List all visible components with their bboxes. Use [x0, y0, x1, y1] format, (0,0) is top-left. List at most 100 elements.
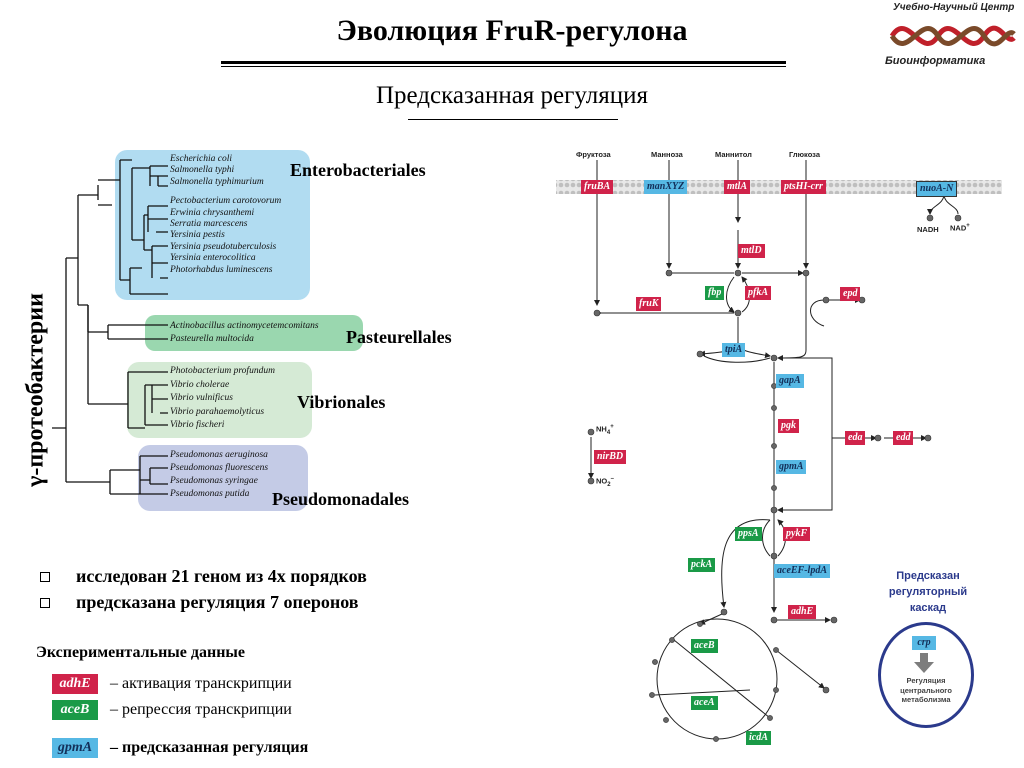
cascade-title-line: регуляторный	[888, 586, 968, 598]
gene-edd: edd	[893, 431, 914, 445]
gene-crp: crp	[912, 636, 936, 650]
cascade-title: Предсказан регуляторный каскад	[868, 568, 988, 616]
gene-icdA: icdA	[746, 731, 771, 745]
gene-nuoA-N: nuoA-N	[916, 181, 958, 197]
logo-caption-bottom: Биоинформатика	[885, 55, 986, 67]
species-name: Vibrio fischeri	[170, 420, 225, 431]
gene-pykF: pykF	[783, 527, 811, 541]
dna-logo	[889, 25, 1016, 47]
title-rule-bottom	[221, 66, 786, 67]
sugar-label: Фруктоза	[576, 150, 611, 159]
species-name: Vibrio vulnificus	[170, 393, 233, 404]
gene-aceA: aceA	[691, 696, 718, 710]
species-name: Pasteurella multocida	[170, 334, 254, 344]
logo-caption-top: Учебно-Научный Центр	[893, 2, 1015, 13]
page-subtitle: Предсказанная регуляция	[375, 82, 649, 109]
bullet-text: исследован 21 геном из 4х порядков	[76, 566, 367, 586]
species-name: Escherichia coli	[170, 154, 232, 164]
gene-ptsHI-crr: ptsHI-crr	[781, 180, 826, 194]
no2-text: NO	[596, 476, 608, 486]
gene-mtlD: mtlD	[738, 244, 765, 258]
species-list-vibrionales: Photobacterium profundum Vibrio cholerae…	[170, 365, 275, 433]
gene-gpmA: gpmA	[776, 460, 807, 474]
gene-pgk: pgk	[778, 419, 799, 433]
bullet-item: исследован 21 геном из 4х порядков	[40, 566, 367, 587]
species-list-pseudomonadales: Pseudomonas aeruginosa Pseudomonas fluor…	[170, 449, 268, 501]
no2-label: NO2–	[596, 476, 614, 488]
sugar-label: Глюкоза	[789, 150, 820, 159]
cascade-caption: Регуляция центрального метаболизма	[878, 676, 974, 705]
gene-aceB: aceB	[691, 639, 718, 653]
cascade-caption-line: Регуляция	[906, 676, 946, 685]
experimental-title: Экспериментальные данные	[36, 644, 245, 661]
species-list-enterobacteriales: Escherichia coli Salmonella typhi Salmon…	[170, 154, 281, 276]
species-name: Pseudomonas putida	[170, 489, 250, 499]
species-name: Vibrio parahaemolyticus	[170, 406, 265, 417]
nh4-subscript: 4	[606, 430, 611, 436]
species-name: Actinobacillus actinomycetemcomitans	[170, 321, 319, 331]
legend-tag: aceB	[52, 700, 98, 720]
nh4-superscript: +	[610, 424, 614, 430]
nh4-label: NH4+	[596, 424, 614, 436]
legend-tag: adhE	[52, 674, 98, 694]
bullet-square-icon	[40, 597, 50, 608]
cascade-caption-line: метаболизма	[901, 695, 951, 704]
nh4-text: NH	[596, 424, 607, 434]
sugar-label: Маннитол	[715, 150, 752, 159]
legend-text: – активация транскрипции	[110, 675, 292, 692]
bullet-item: предсказана регуляция 7 оперонов	[40, 592, 359, 613]
gene-fruK: fruK	[636, 297, 662, 311]
gene-ppsA: ppsA	[735, 527, 762, 541]
order-label-pseudomonadales: Pseudomonadales	[272, 489, 410, 509]
sugar-label: Манноза	[651, 150, 683, 159]
species-list-pasteurellales: Actinobacillus actinomycetemcomitans Pas…	[170, 320, 319, 346]
species-name: Erwinia chrysanthemi	[170, 207, 255, 218]
nad-label: NAD+	[950, 223, 970, 233]
gene-fbp: fbp	[705, 286, 725, 300]
no2-superscript: –	[610, 476, 614, 482]
gene-adhE: adhE	[788, 605, 817, 619]
species-name: Yersinia enterocolitica	[170, 253, 256, 264]
species-name: Yersinia pseudotuberculosis	[170, 241, 277, 252]
species-name: Salmonella typhimurium	[170, 176, 264, 187]
gene-mtlA: mtlA	[724, 180, 751, 194]
gene-manXYZ: manXYZ	[644, 180, 688, 194]
legend-text: – предсказанная регуляция	[110, 739, 309, 756]
no2-subscript: 2	[607, 482, 611, 488]
species-name: Salmonella typhi	[170, 165, 235, 176]
legend-row: adhE – активация транскрипции	[52, 674, 292, 694]
gene-fruBA: fruBA	[581, 180, 614, 194]
species-name: Yersinia pestis	[170, 230, 225, 241]
species-name: Vibrio cholerae	[170, 379, 230, 390]
nad-text: NAD	[950, 223, 967, 233]
gene-epd: epd	[840, 287, 861, 301]
cascade-caption-line: центрального	[900, 685, 952, 695]
species-name: Pseudomonas syringae	[170, 476, 258, 486]
cascade-down-arrow-icon	[914, 653, 934, 673]
cascade-title-line: Предсказан	[896, 570, 960, 582]
pasteurellales-box	[145, 315, 363, 351]
order-label-enterobacteriales: Enterobacteriales	[290, 160, 426, 180]
cascade-title-line: каскад	[909, 602, 947, 614]
order-label-vibrionales: Vibrionales	[297, 392, 386, 412]
gene-pfkA: pfkA	[745, 286, 771, 300]
species-name: Photobacterium profundum	[170, 366, 275, 376]
gene-tpiA: tpiA	[722, 343, 746, 357]
legend-row: aceB – репрессия транскрипции	[52, 700, 292, 720]
species-name: Pseudomonas fluorescens	[170, 463, 269, 473]
gene-eda: eda	[845, 431, 866, 445]
bullet-text: предсказана регуляция 7 оперонов	[76, 592, 359, 612]
subtitle-rule	[408, 119, 618, 120]
gene-pckA: pckA	[688, 558, 716, 572]
legend-text: – репрессия транскрипции	[110, 701, 292, 718]
nad-superscript: +	[966, 223, 970, 229]
legend-row: gpmA – предсказанная регуляция	[52, 738, 308, 758]
species-name: Photorhabdus luminescens	[170, 264, 273, 275]
species-name: Pectobacterium carotovorum	[170, 196, 282, 207]
nadh-label: NADH	[917, 225, 939, 234]
gene-aceEF-lpdA: aceEF-lpdA	[774, 564, 830, 578]
gene-nirBD: nirBD	[594, 450, 627, 464]
bullet-square-icon	[40, 571, 50, 582]
